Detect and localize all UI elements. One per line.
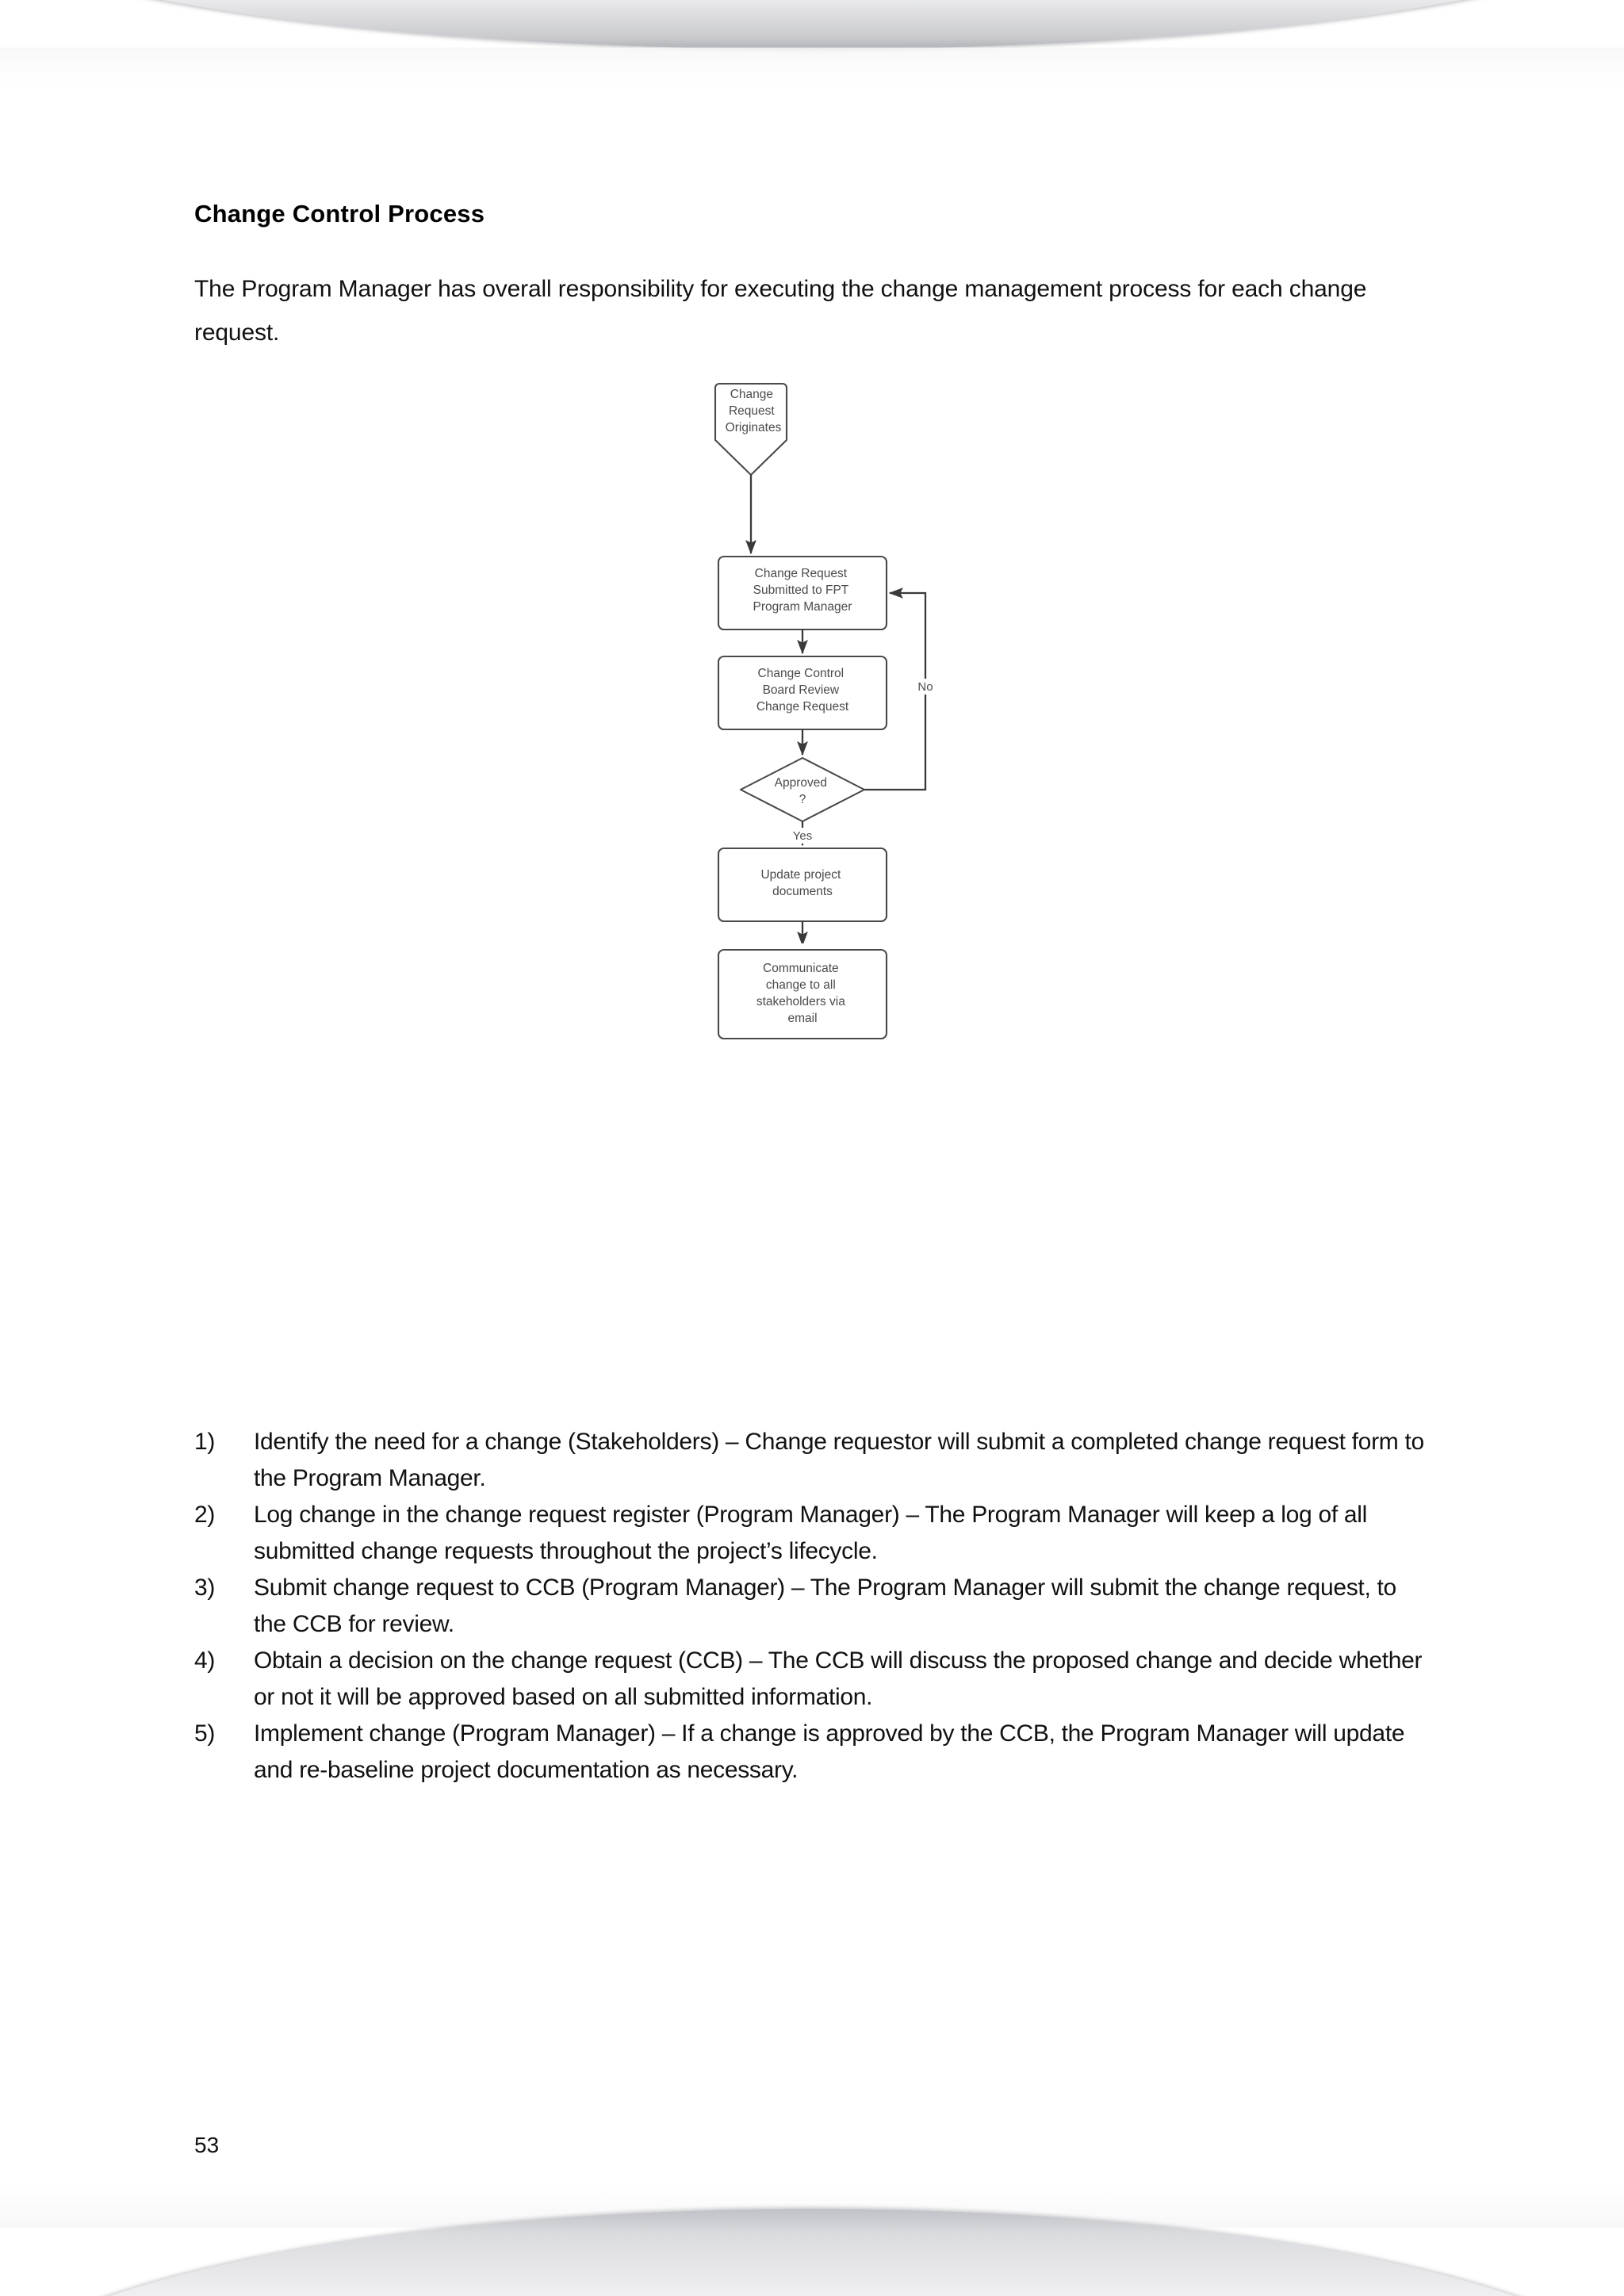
edge-label-yes-text: Yes (793, 829, 812, 843)
flowchart-svg-tail: Communicate change to all stakeholders v… (717, 948, 888, 1040)
list-item-text: Submit change request to CCB (Program Ma… (254, 1575, 1396, 1637)
node-start-shape (714, 382, 788, 476)
page-title: Change Control Process (194, 200, 485, 228)
page-top-fade (0, 48, 1624, 84)
list-item-number: 4) (194, 1647, 216, 1674)
node-decision-label: Approved ? (775, 776, 831, 806)
list-item-text: Obtain a decision on the change request … (254, 1647, 1423, 1710)
list-item: 5) Implement change (Program Manager) – … (194, 1716, 1426, 1789)
node-review-label: Change Control Board Review Change Reque… (756, 667, 849, 714)
page-top-shadow (0, 0, 1624, 49)
yes-label-backing (791, 828, 815, 844)
process-steps-list: 1) Identify the need for a change (Stake… (194, 1424, 1426, 1789)
list-item: 3) Submit change request to CCB (Program… (194, 1570, 1426, 1643)
node-communicate-label: Communicate change to all stakeholders v… (756, 962, 848, 1025)
intro-paragraph: The Program Manager has overall responsi… (194, 276, 1367, 346)
list-item-text: Implement change (Program Manager) – If … (254, 1720, 1405, 1783)
edge-label-no-text: No (917, 680, 933, 694)
list-item: 4) Obtain a decision on the change reque… (194, 1643, 1426, 1716)
list-item: 2) Log change in the change request regi… (194, 1497, 1426, 1570)
list-item-number: 3) (194, 1575, 216, 1601)
flowchart-svg: Change Request Originates Change Request… (714, 382, 937, 943)
list-item-number: 5) (194, 1720, 216, 1747)
change-control-flowchart: Change Request Originates Change Request… (698, 373, 967, 1040)
list-item: 1) Identify the need for a change (Stake… (194, 1424, 1426, 1497)
page-bottom-fade (0, 2180, 1624, 2228)
node-update-label: Update project documents (760, 868, 844, 898)
list-item-text: Identify the need for a change (Stakehol… (254, 1429, 1424, 1491)
list-item-number: 1) (194, 1429, 216, 1455)
page-bottom-shadow (0, 2209, 1624, 2296)
list-item-text: Log change in the change request registe… (254, 1502, 1368, 1564)
node-communicate-shape (717, 948, 888, 1040)
list-item-number: 2) (194, 1502, 216, 1528)
node-start-label: Change Request Originates (726, 388, 782, 434)
no-label-backing (914, 679, 937, 695)
node-decision-shape (739, 756, 866, 823)
page-number: 53 (194, 2133, 220, 2157)
node-submit-label: Change Request Submitted to FPT Program … (753, 567, 852, 614)
